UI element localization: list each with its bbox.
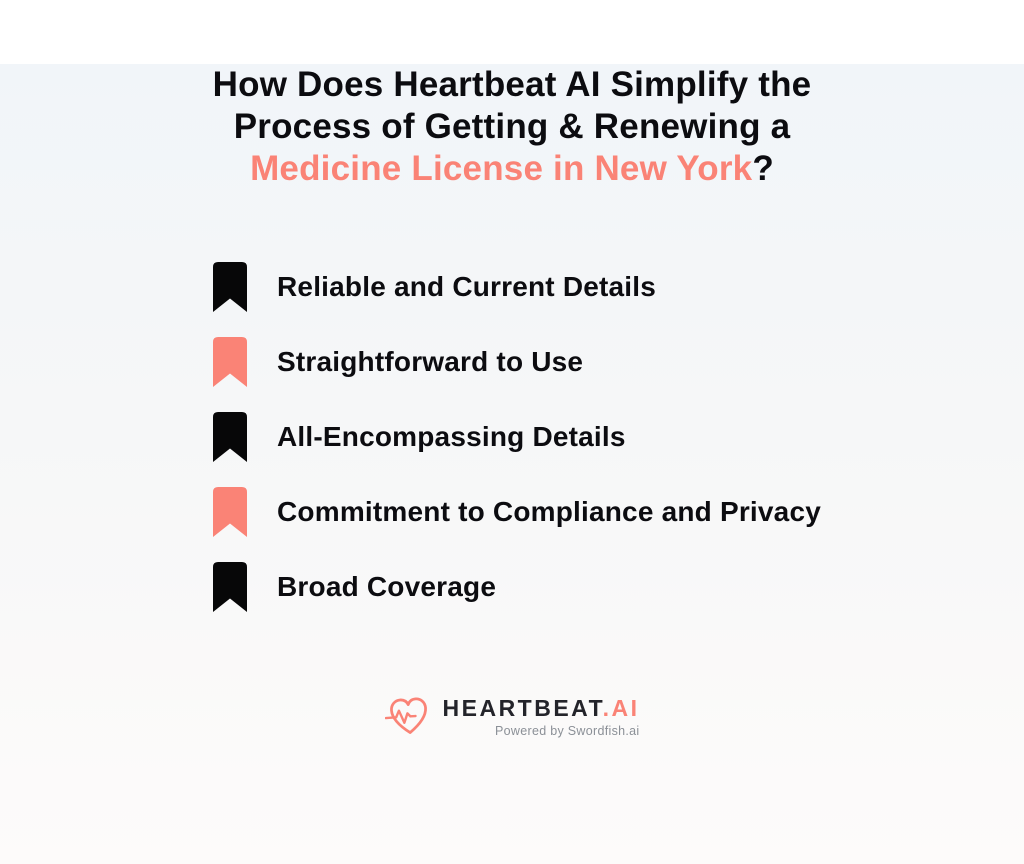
list-item-label: Broad Coverage <box>277 571 497 602</box>
list-item: Broad Coverage <box>213 562 964 612</box>
bookmark-icon <box>213 412 247 462</box>
list-item: Straightforward to Use <box>213 337 964 387</box>
list-item-label: All-Encompassing Details <box>277 421 626 452</box>
heart-pulse-icon <box>384 692 433 740</box>
list-item: Reliable and Current Details <box>213 262 964 312</box>
bookmark-icon <box>213 562 247 612</box>
list-item: Commitment to Compliance and Privacy <box>213 487 964 537</box>
brand-name: HEARTBEAT.AI <box>443 695 640 721</box>
brand-name-suffix: .AI <box>602 694 640 721</box>
brand-name-primary: HEARTBEAT <box>442 694 603 721</box>
bookmark-icon <box>213 262 247 312</box>
list-item: All-Encompassing Details <box>213 412 964 462</box>
title-question-mark: ? <box>752 149 774 188</box>
brand-text-block: HEARTBEAT.AI Powered by Swordfish.ai <box>443 695 640 738</box>
title-highlight: Medicine License in New York <box>250 149 753 188</box>
page-title: How Does Heartbeat AI Simplify the Proce… <box>0 64 1024 190</box>
title-line-2: Process of Getting & Renewing a <box>233 107 791 146</box>
list-item-label: Commitment to Compliance and Privacy <box>277 496 821 527</box>
bookmark-icon <box>213 337 247 387</box>
feature-list: Reliable and Current Details Straightfor… <box>213 262 964 612</box>
infographic-canvas: How Does Heartbeat AI Simplify the Proce… <box>0 64 1024 864</box>
brand-tagline: Powered by Swordfish.ai <box>495 723 640 738</box>
list-item-label: Reliable and Current Details <box>277 271 657 302</box>
brand-footer: HEARTBEAT.AI Powered by Swordfish.ai <box>0 692 1024 740</box>
list-item-label: Straightforward to Use <box>277 346 584 377</box>
bookmark-icon <box>213 487 247 537</box>
title-line-1: How Does Heartbeat AI Simplify the <box>212 65 812 104</box>
